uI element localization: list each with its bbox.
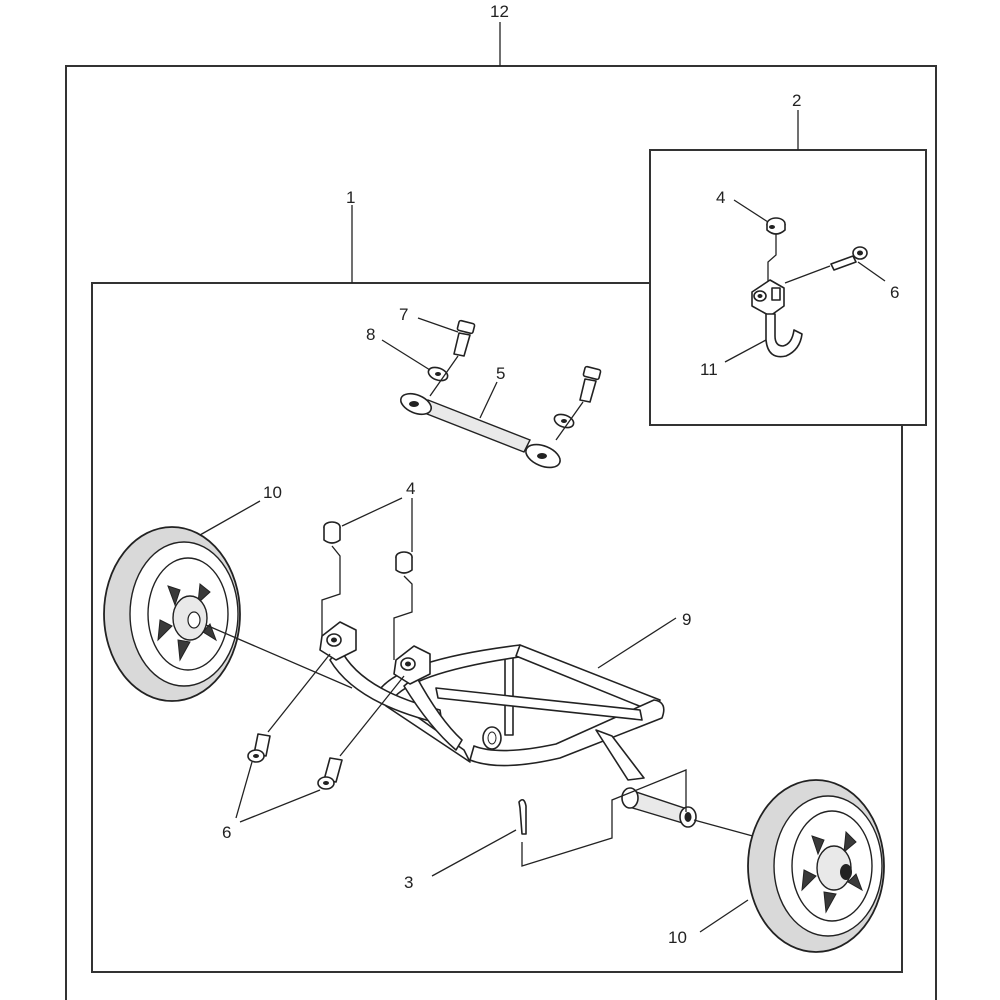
spacers-4 (321, 497, 413, 660)
callout-3: 3 (404, 873, 413, 892)
callout-1: 1 (346, 188, 355, 207)
hook-kit-frame-2 (649, 149, 927, 426)
leader-6-main (235, 761, 253, 819)
hook-kit (724, 199, 886, 363)
callout-7: 7 (399, 305, 408, 324)
callout-11: 11 (700, 360, 718, 379)
callout-9: 9 (682, 610, 691, 629)
callout-12: 12 (490, 2, 509, 21)
callout-10-right: 10 (668, 928, 687, 947)
callout-6-kit: 6 (890, 283, 899, 302)
bolt-6-kit (830, 246, 868, 271)
callout-8: 8 (366, 325, 375, 344)
leader-11 (724, 339, 767, 363)
leader-3 (431, 829, 517, 877)
pins-6 (235, 653, 405, 823)
leader-8 (381, 339, 431, 371)
callout-4-main: 4 (406, 479, 415, 498)
callout-2: 2 (792, 91, 801, 110)
callout-10-left: 10 (263, 483, 282, 502)
cotter-pin-3 (431, 769, 687, 877)
assembly-frame-1 (91, 282, 903, 973)
leader-4-kit (733, 199, 769, 223)
leader-7 (417, 317, 459, 333)
assembly-frame-12 (65, 65, 937, 1000)
leader-10-left (199, 500, 261, 536)
tow-bar-assembly (381, 317, 602, 469)
leader-9 (597, 617, 677, 669)
callout-5: 5 (496, 364, 505, 383)
leader-6-kit (857, 261, 886, 282)
leader-10-right (699, 899, 749, 933)
callout-6-main: 6 (222, 823, 231, 842)
wheel-right (699, 779, 885, 953)
callout-4-kit: 4 (716, 188, 725, 207)
leader-5 (479, 381, 498, 419)
frame-9 (319, 617, 697, 828)
wheel-left (103, 500, 261, 702)
